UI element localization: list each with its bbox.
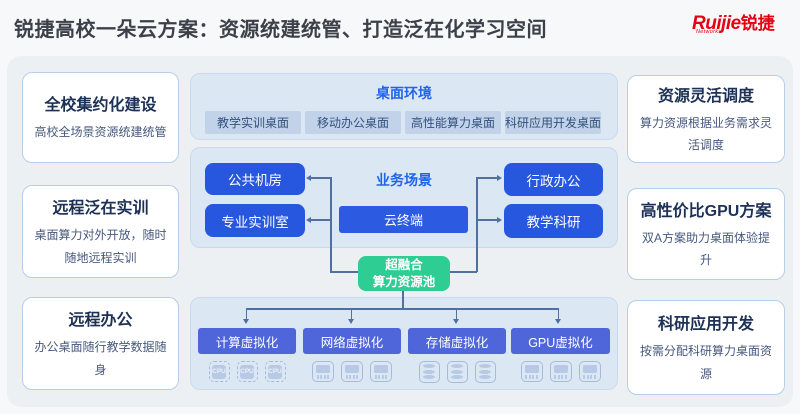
- desktop-chip-research: 科研应用开发桌面: [505, 111, 602, 134]
- card-campus-construction: 全校集约化建设 高校全场景资源统建统管: [22, 72, 179, 163]
- connector-drop-storage: [455, 308, 457, 320]
- arrowhead-left: [306, 174, 311, 181]
- virtualization-container: 计算虚拟化 网络虚拟化 存储虚拟化 GPU虚拟化 CPU CPU CPU: [190, 297, 618, 390]
- card-desc: 算力资源根据业务需求灵活调度: [639, 115, 772, 152]
- connector-drop-gpu: [557, 308, 559, 320]
- card-title: 资源灵活调度: [657, 87, 754, 105]
- storage-disks-icon: [474, 360, 496, 383]
- desktop-env-title: 桌面环境: [376, 85, 432, 101]
- connector-to-training-room: [311, 219, 331, 221]
- logo-networks-label: Networks: [696, 29, 722, 35]
- cpu-label: CPU: [212, 364, 226, 379]
- storage-icon-row: [408, 360, 506, 383]
- gpu-chip-icon: [520, 361, 543, 382]
- desktop-env-row: 教学实训桌面 移动办公桌面 高性能算力桌面 科研应用开发桌面: [205, 111, 602, 134]
- connector-platform-horizontal: [246, 308, 559, 310]
- connector-drop-network: [350, 308, 352, 320]
- storage-disks-icon: [446, 360, 468, 383]
- desktop-chip-mobile-office: 移动办公桌面: [305, 111, 401, 134]
- virt-compute: 计算虚拟化: [198, 328, 296, 354]
- cpu-label: CPU: [268, 364, 282, 379]
- connector-to-teaching-research: [477, 219, 497, 221]
- card-desc: 桌面算力对外开放，随时随地远程实训: [34, 228, 167, 265]
- logo-brand-en: Ruijie: [692, 13, 741, 34]
- connector-left-to-pool: [330, 271, 358, 273]
- card-resource-scheduling: 资源灵活调度 算力资源根据业务需求灵活调度: [627, 75, 785, 163]
- scene-teaching-research: 教学科研: [504, 204, 603, 238]
- scene-admin-office: 行政办公: [504, 163, 603, 196]
- storage-disks-icon: [418, 360, 440, 383]
- connector-pool-down: [402, 291, 404, 309]
- card-title: 全校集约化建设: [44, 97, 157, 115]
- pool-line2: 算力资源池: [372, 274, 436, 289]
- arrowhead-down: [347, 319, 354, 324]
- scene-pro-training-room: 专业实训室: [205, 204, 305, 237]
- connector-left-vertical: [330, 177, 332, 272]
- gpu-icon-row: [511, 360, 610, 383]
- connector-to-public-lab: [311, 177, 331, 179]
- card-title: 高性价比GPU方案: [640, 202, 772, 220]
- card-desc: 办公桌面随行教学数据随身: [34, 340, 167, 377]
- connector-to-admin-office: [477, 177, 497, 179]
- card-title: 远程办公: [68, 312, 133, 330]
- virt-storage: 存储虚拟化: [408, 328, 506, 354]
- virt-gpu: GPU虚拟化: [511, 328, 610, 354]
- arrowhead-right: [497, 216, 502, 223]
- ruijie-logo: Ruijie锐捷 Networks: [692, 9, 788, 41]
- network-port-icon: [370, 361, 392, 382]
- cpu-chip-icon: CPU: [208, 361, 230, 382]
- arrowhead-down: [242, 319, 249, 324]
- desktop-chip-high-perf: 高性能算力桌面: [405, 111, 501, 134]
- logo-brand-cn: 锐捷: [740, 14, 775, 33]
- cloud-terminal-box: 云终端: [339, 206, 468, 233]
- arrowhead-down: [554, 319, 561, 324]
- card-research-dev: 科研应用开发 按需分配科研算力桌面资源: [627, 300, 785, 395]
- desktop-env-container: 桌面环境 教学实训桌面 移动办公桌面 高性能算力桌面 科研应用开发桌面: [190, 73, 618, 140]
- network-icon-row: [303, 360, 401, 383]
- connector-right-to-pool: [450, 271, 477, 273]
- business-scene-container: 业务场景 公共机房 专业实训室 行政办公 教学科研 云终端: [190, 147, 618, 248]
- ruijie-logo-wordmark: Ruijie锐捷: [692, 9, 788, 35]
- arrowhead-down: [452, 319, 459, 324]
- compute-icon-row: CPU CPU CPU: [198, 360, 296, 383]
- arrowhead-left: [306, 216, 311, 223]
- card-title: 远程泛在实训: [52, 200, 149, 218]
- cpu-chip-icon: CPU: [264, 361, 286, 382]
- card-desc: 双A方案助力桌面体验提升: [641, 230, 770, 267]
- business-scene-title: 业务场景: [376, 172, 432, 188]
- scene-public-lab: 公共机房: [205, 163, 305, 195]
- cpu-chip-icon: CPU: [236, 361, 258, 382]
- card-gpu-solution: 高性价比GPU方案 双A方案助力桌面体验提升: [627, 188, 785, 280]
- card-remote-training: 远程泛在实训 桌面算力对外开放，随时随地远程实训: [22, 185, 179, 278]
- card-remote-office: 远程办公 办公桌面随行教学数据随身: [22, 297, 179, 390]
- card-desc: 按需分配科研算力桌面资源: [639, 344, 772, 381]
- gpu-chip-icon: [549, 361, 572, 382]
- desktop-chip-teaching: 教学实训桌面: [205, 111, 301, 134]
- hyperconverged-pool-box: 超融合 算力资源池: [358, 256, 450, 291]
- arrowhead-right: [497, 174, 502, 181]
- connector-drop-compute: [245, 308, 247, 320]
- cpu-label: CPU: [240, 364, 254, 379]
- card-desc: 高校全场景资源统建统管: [34, 125, 167, 140]
- virt-network: 网络虚拟化: [303, 328, 401, 354]
- gpu-chip-icon: [578, 361, 601, 382]
- connector-right-vertical: [476, 177, 478, 272]
- network-port-icon: [341, 361, 363, 382]
- pool-line1: 超融合: [385, 258, 423, 273]
- card-title: 科研应用开发: [657, 316, 754, 334]
- page-title: 锐捷高校一朵云方案：资源统建统管、打造泛在化学习空间: [14, 19, 547, 41]
- network-port-icon: [312, 361, 334, 382]
